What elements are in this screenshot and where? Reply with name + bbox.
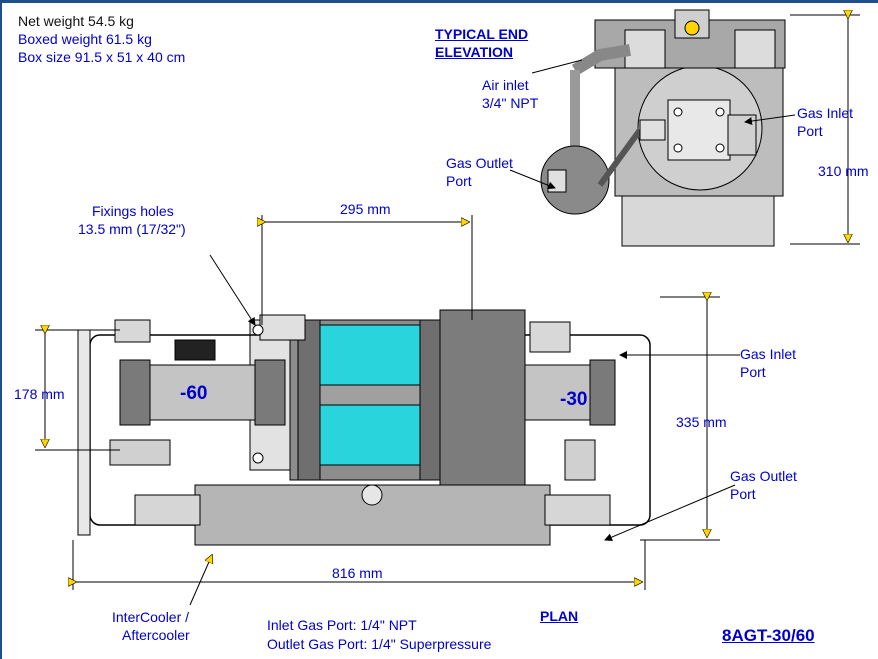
air-inlet-label: Air inlet [482,77,529,93]
plan-view-drawing [35,215,740,606]
cylinder-label-60: -60 [180,383,208,404]
boxed-weight: Boxed weight 61.5 kg [18,31,152,47]
air-inlet-size: 3/4" NPT [482,95,539,111]
model-number: 8AGT-30/60 [722,626,815,645]
left-border [0,0,2,659]
elevation-height-dimension: 310 mm [818,163,869,179]
inlet-gas-port-spec: Inlet Gas Port: 1/4" NPT [267,617,417,633]
top-border [0,0,878,3]
elevation-gas-inlet-label: Gas Inlet [797,105,854,121]
elevation-title-line2: ELEVATION [435,44,514,60]
dimension-335: 335 mm [676,414,727,430]
net-weight: Net weight 54.5 kg [18,13,134,29]
elevation-title-line1: TYPICAL END [435,26,529,42]
cylinder-label-30: -30 [560,389,588,410]
plan-gas-inlet-label: Gas Inlet [740,346,797,362]
dimension-178: 178 mm [14,386,65,402]
plan-gas-outlet-port: Port [730,486,756,502]
end-elevation-drawing [509,9,860,247]
aftercooler-label: Aftercooler [122,627,190,643]
dimension-816: 816 mm [332,565,383,581]
elevation-gas-outlet-port: Port [446,173,472,189]
plan-label: PLAN [540,608,579,624]
plan-gas-inlet-port: Port [740,364,766,380]
outlet-gas-port-spec: Outlet Gas Port: 1/4" Superpressure [267,636,492,652]
box-size: Box size 91.5 x 51 x 40 cm [18,49,186,65]
elevation-gas-outlet-label: Gas Outlet [446,155,513,171]
fixings-holes-label: Fixings holes [92,203,174,219]
fixings-holes-size: 13.5 mm (17/32") [78,221,186,237]
dimension-295: 295 mm [340,201,391,217]
intercooler-label: InterCooler / [112,609,190,625]
elevation-gas-inlet-port: Port [797,123,823,139]
plan-gas-outlet-label: Gas Outlet [730,468,797,484]
